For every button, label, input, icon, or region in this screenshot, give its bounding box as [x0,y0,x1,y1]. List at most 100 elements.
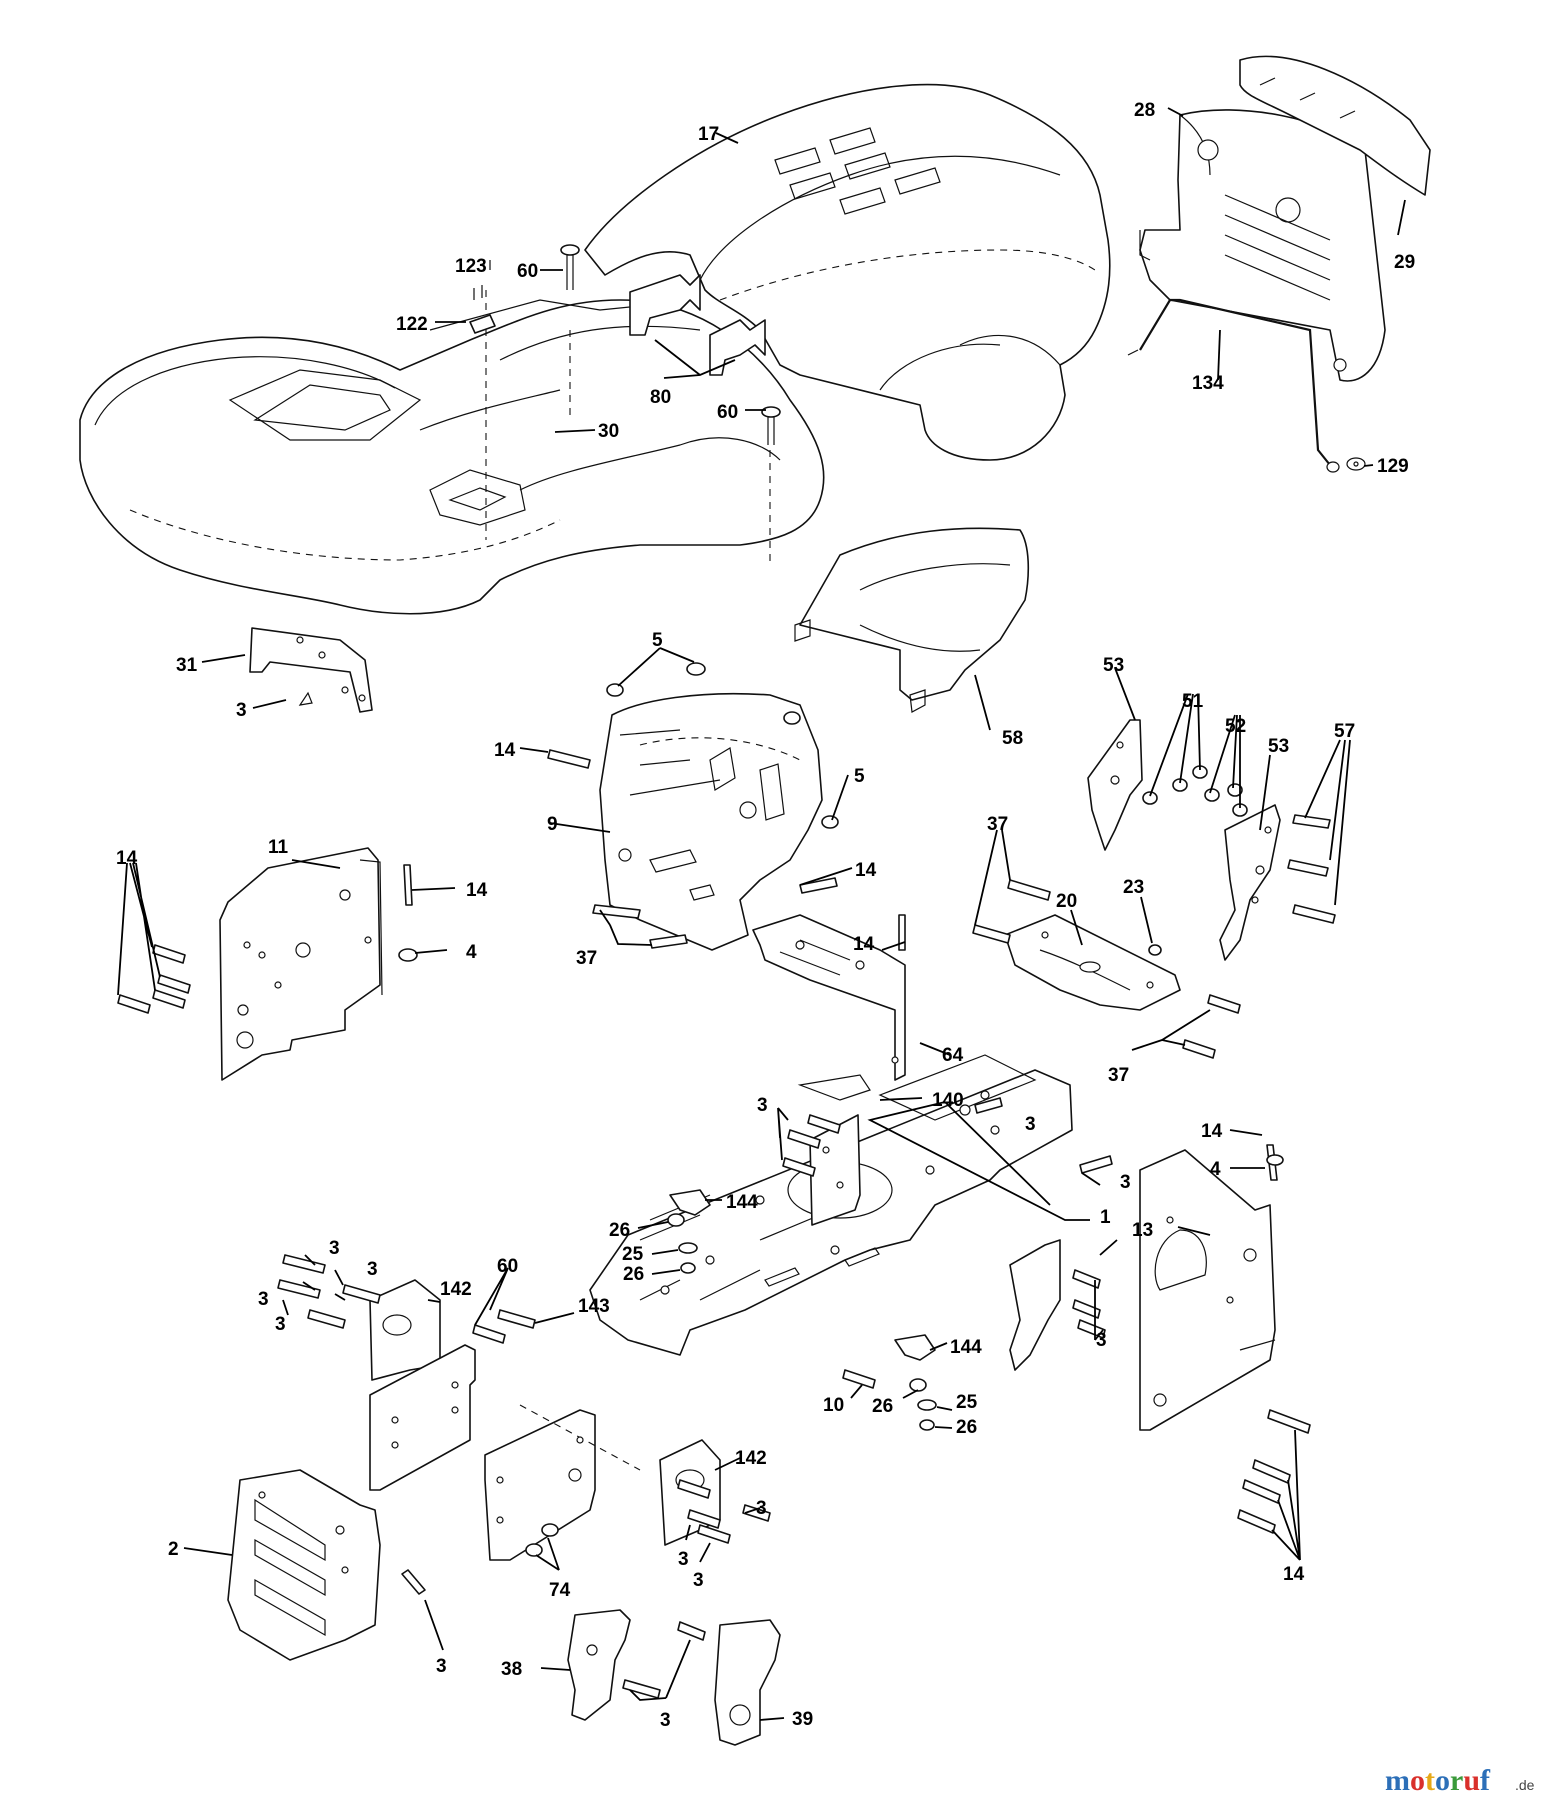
front-frame-rail-part [484,1404,641,1561]
callout-129: 129 [1377,456,1409,477]
callout-14-dash: 14 [494,740,516,761]
grille-part [1139,109,1386,382]
frame-side-plates-part [369,1114,1061,1546]
wm-letter-0: m [1385,1764,1410,1797]
callout-57: 57 [1334,721,1355,742]
callout-14-dash-right: 14 [855,860,877,881]
callout-39: 39 [792,1709,813,1730]
callout-5-side: 5 [854,766,865,787]
callout-14-right-bottom: 14 [1283,1564,1305,1585]
callout-37-pedal-bottom: 37 [1108,1065,1129,1086]
callout-3-frame-top-left: 3 [757,1095,768,1116]
callout-3-front-plate: 3 [436,1656,447,1677]
callout-9: 9 [547,814,558,835]
callout-3-right-cluster: 3 [1096,1330,1107,1351]
dash-panel-part [599,692,823,951]
callout-13: 13 [1132,1220,1153,1241]
wm-letter-5: u [1463,1764,1480,1797]
callout-140: 140 [932,1090,964,1111]
front-frame-left-part [369,1344,476,1491]
callout-142-left: 142 [440,1279,472,1300]
callout-3-left-c: 3 [258,1289,269,1310]
callout-3-left-a: 3 [329,1238,340,1259]
callout-14-support: 14 [853,934,875,955]
callout-29: 29 [1394,252,1415,273]
callout-30: 30 [598,421,619,442]
wm-letter-1: o [1410,1764,1425,1797]
wm-suffix: .de [1515,1777,1535,1793]
callout-2: 2 [168,1539,179,1560]
callout-3-left-b: 3 [367,1259,378,1280]
pedal-bracket-part [1004,914,1181,1011]
wm-letter-2: t [1425,1764,1435,1797]
wm-letter-3: o [1435,1764,1450,1797]
callout-20: 20 [1056,891,1077,912]
callout-4-right: 4 [1210,1159,1221,1180]
callout-80: 80 [650,387,671,408]
grille-rod-part [1127,298,1366,473]
callout-25-top: 25 [622,1244,644,1265]
motoruf-watermark: motoruf .de [1385,1764,1535,1797]
callout-5-top: 5 [652,630,663,651]
callout-26-top-a: 26 [609,1220,630,1241]
callout-4-left: 4 [466,942,477,963]
fender-inserts-part [629,274,766,376]
callout-37-dash: 37 [576,948,597,969]
callout-10: 10 [823,1395,844,1416]
callout-38: 38 [501,1659,522,1680]
callout-17: 17 [698,124,719,145]
callout-14-left-top: 14 [466,880,488,901]
callout-53-right: 53 [1268,736,1289,757]
fender-screws [469,244,781,445]
callout-3-fender-bracket: 3 [236,700,247,721]
right-side-panel-part [1139,1149,1276,1431]
front-brackets-part [567,1609,781,1746]
callout-60-frame: 60 [497,1256,518,1277]
callout-3-frame-right: 3 [1120,1172,1131,1193]
callout-31: 31 [176,655,198,676]
callout-60-fender-right: 60 [717,402,738,423]
callout-143: 143 [578,1296,610,1317]
fender-bracket-part [249,627,373,713]
callout-labels: 17 28 29 123 60 122 80 60 30 134 129 31 … [116,100,1415,1731]
callout-51: 51 [1182,691,1204,712]
callout-52: 52 [1225,716,1246,737]
callout-142-bottom: 142 [735,1448,767,1469]
left-side-panel-part [219,847,383,1081]
dash-shroud-part [794,527,1030,713]
callout-53-left: 53 [1103,655,1124,676]
grille-trim-part [1239,55,1431,196]
callout-1: 1 [1100,1207,1111,1228]
callout-23: 23 [1123,877,1144,898]
leader-lines [117,107,1406,1721]
callout-25-bottom: 25 [956,1392,978,1413]
callout-3-bottom-b: 3 [678,1549,689,1570]
wm-letter-4: r [1450,1764,1463,1797]
callout-74: 74 [549,1580,571,1601]
dash-support-part [752,914,906,1081]
callout-3-brackets: 3 [660,1710,671,1731]
callout-26-bottom-a: 26 [872,1396,893,1417]
callout-28: 28 [1134,100,1155,121]
callout-26-bottom-b: 26 [956,1417,977,1438]
callout-144-bottom: 144 [950,1337,982,1358]
callout-14-left-panel: 14 [116,848,138,869]
callout-3-bottom-a: 3 [756,1498,767,1519]
callout-134: 134 [1192,373,1224,394]
callout-14-right-top: 14 [1201,1121,1223,1142]
callout-60-fender-left: 60 [517,261,538,282]
callout-26-top-b: 26 [623,1264,644,1285]
callout-3-bottom-c: 3 [693,1570,704,1591]
callout-123: 123 [455,256,487,277]
wm-letter-6: f [1480,1764,1491,1797]
front-plate-part [227,1469,381,1661]
bolts [117,285,1336,1699]
svg-text:motoruf: motoruf [1385,1764,1491,1797]
callout-58: 58 [1002,728,1023,749]
callout-64: 64 [942,1045,964,1066]
callout-144-top: 144 [726,1192,758,1213]
fender-part [79,290,825,615]
callout-122: 122 [396,314,428,335]
callout-11: 11 [268,837,289,858]
